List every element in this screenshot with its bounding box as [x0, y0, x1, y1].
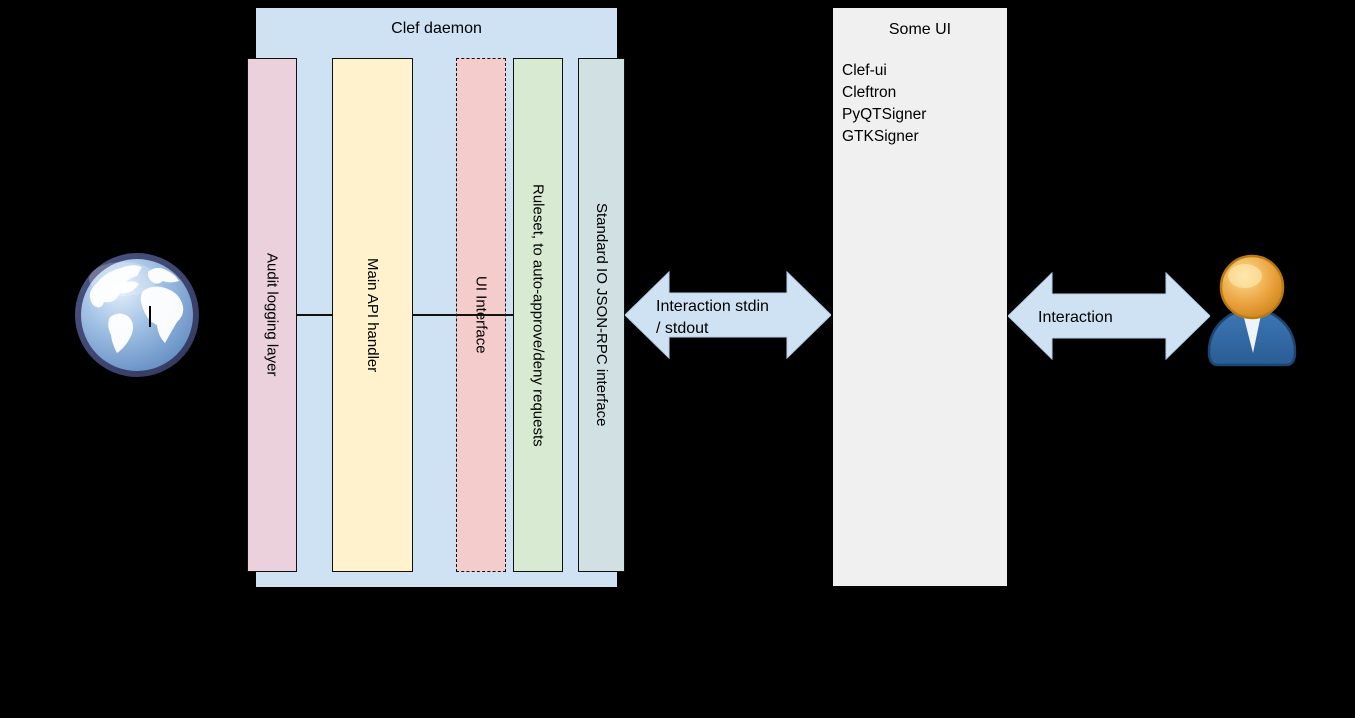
connector-line-api-to-ruleset	[413, 314, 513, 316]
layer-label: Ruleset, to auto-approve/deny requests	[529, 183, 547, 447]
some-ui-title: Some UI	[888, 21, 952, 38]
layer-label: Audit logging layer	[263, 253, 281, 377]
stdio-arrow-label: Interaction stdin / stdout	[656, 296, 769, 340]
user-interaction-arrow: Interaction	[1008, 271, 1210, 361]
layer-label: Main API handler	[364, 257, 381, 373]
some-ui-box: Some UI Clef-ui Cleftron PyQTSigner GTKS…	[833, 8, 1007, 586]
double-arrow-shape	[1008, 271, 1210, 361]
list-item: Cleftron	[842, 84, 897, 101]
list-item: PyQTSigner	[842, 106, 927, 123]
list-item: Clef-ui	[842, 62, 887, 79]
stdio-interaction-arrow: Interaction stdin / stdout	[625, 270, 831, 360]
layer-ruleset: Ruleset, to auto-approve/deny requests	[513, 58, 563, 572]
layer-main-api-handler: Main API handler	[332, 58, 413, 572]
stdio-arrow-label-line1: Interaction stdin	[656, 298, 769, 315]
globe-connector-tick	[149, 306, 151, 327]
layer-audit-logging: Audit logging layer	[247, 58, 297, 572]
user-arrow-label: Interaction	[1038, 309, 1113, 326]
layer-stdio-jsonrpc: Standard IO JSON-RPC interface	[578, 58, 625, 572]
list-item: GTKSigner	[842, 128, 919, 145]
user-icon	[1204, 254, 1300, 368]
some-ui-list: Clef-ui Cleftron PyQTSigner GTKSigner	[842, 60, 1007, 148]
stdio-arrow-label-line2: / stdout	[656, 320, 709, 337]
double-arrow-shape	[625, 270, 831, 360]
clef-daemon-title: Clef daemon	[391, 20, 482, 37]
connector-line-audit-to-api	[297, 314, 332, 316]
layer-label: Standard IO JSON-RPC interface	[593, 203, 610, 427]
globe-icon	[73, 251, 201, 379]
